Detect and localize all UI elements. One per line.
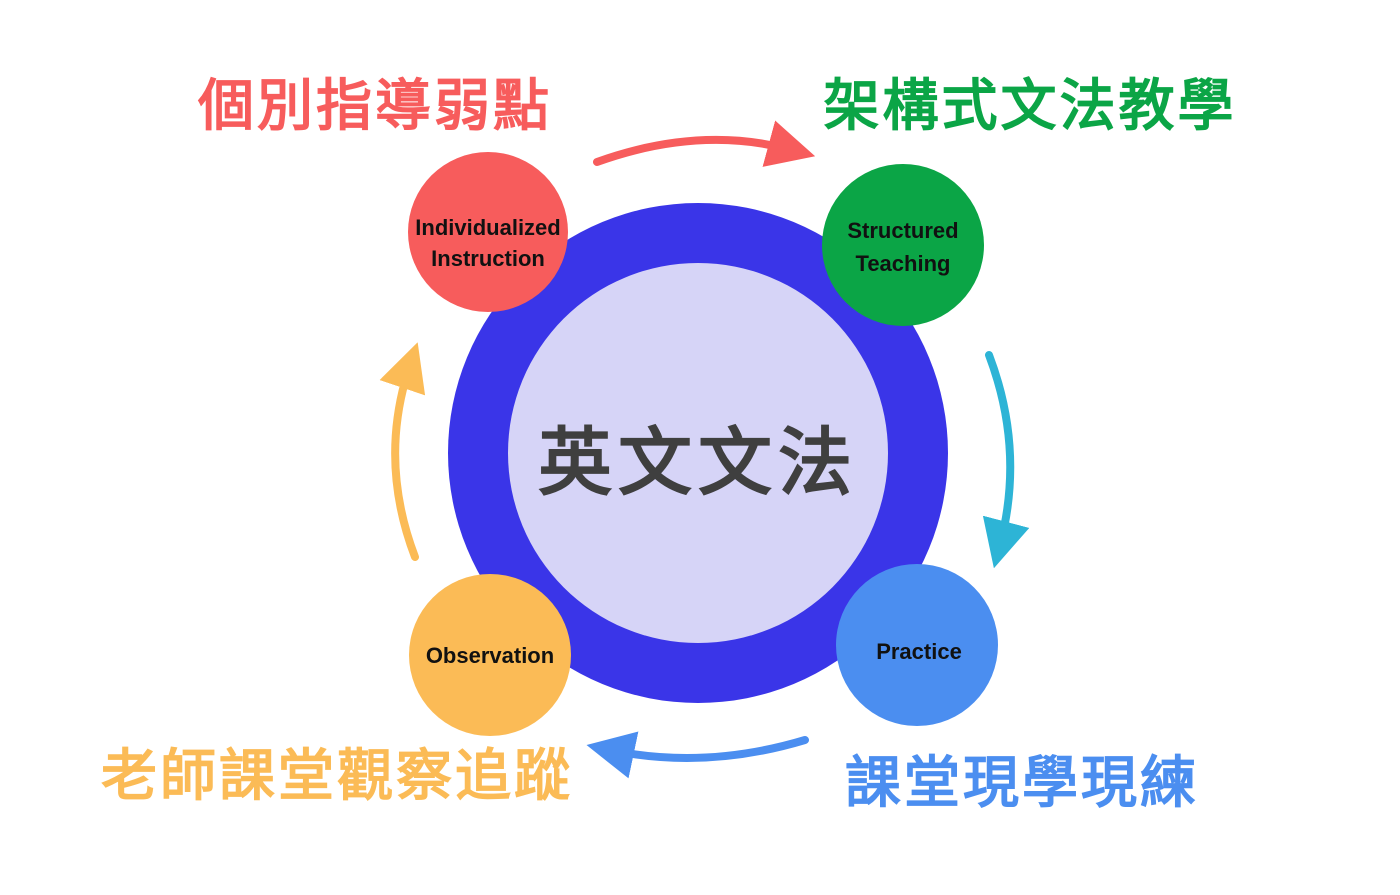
node-observation: Observation <box>409 574 571 736</box>
node-structured-label-line1: Structured <box>847 218 958 243</box>
arrow-practice-to-observation <box>586 731 809 779</box>
node-individualized-label-line1: Individualized <box>415 215 560 240</box>
node-individualized-instruction: Individualized Instruction <box>408 152 568 312</box>
caption-practice: 課堂現學現練 <box>845 751 1199 816</box>
caption-individualized: 個別指導弱點 <box>197 74 552 139</box>
arrow-structured-to-practice <box>982 351 1030 569</box>
arrow-individualized-to-structured <box>593 120 816 167</box>
node-practice: Practice <box>836 564 998 726</box>
center-inner-circle <box>508 263 888 643</box>
arrow-observation-to-individualized <box>379 342 426 561</box>
caption-observation: 老師課堂觀察追蹤 <box>101 744 573 809</box>
node-structured-label-line2: Teaching <box>856 251 951 276</box>
caption-structured: 架構式文法教學 <box>824 74 1237 139</box>
node-individualized-circle <box>408 152 568 312</box>
node-individualized-label-line2: Instruction <box>431 246 545 271</box>
center-label: 英文文法 <box>538 420 858 506</box>
node-observation-circle <box>409 574 571 736</box>
node-observation-label: Observation <box>426 643 554 668</box>
node-practice-label: Practice <box>876 639 962 664</box>
node-structured-circle <box>822 164 984 326</box>
node-structured-teaching: Structured Teaching <box>822 164 984 326</box>
node-practice-circle <box>836 564 998 726</box>
